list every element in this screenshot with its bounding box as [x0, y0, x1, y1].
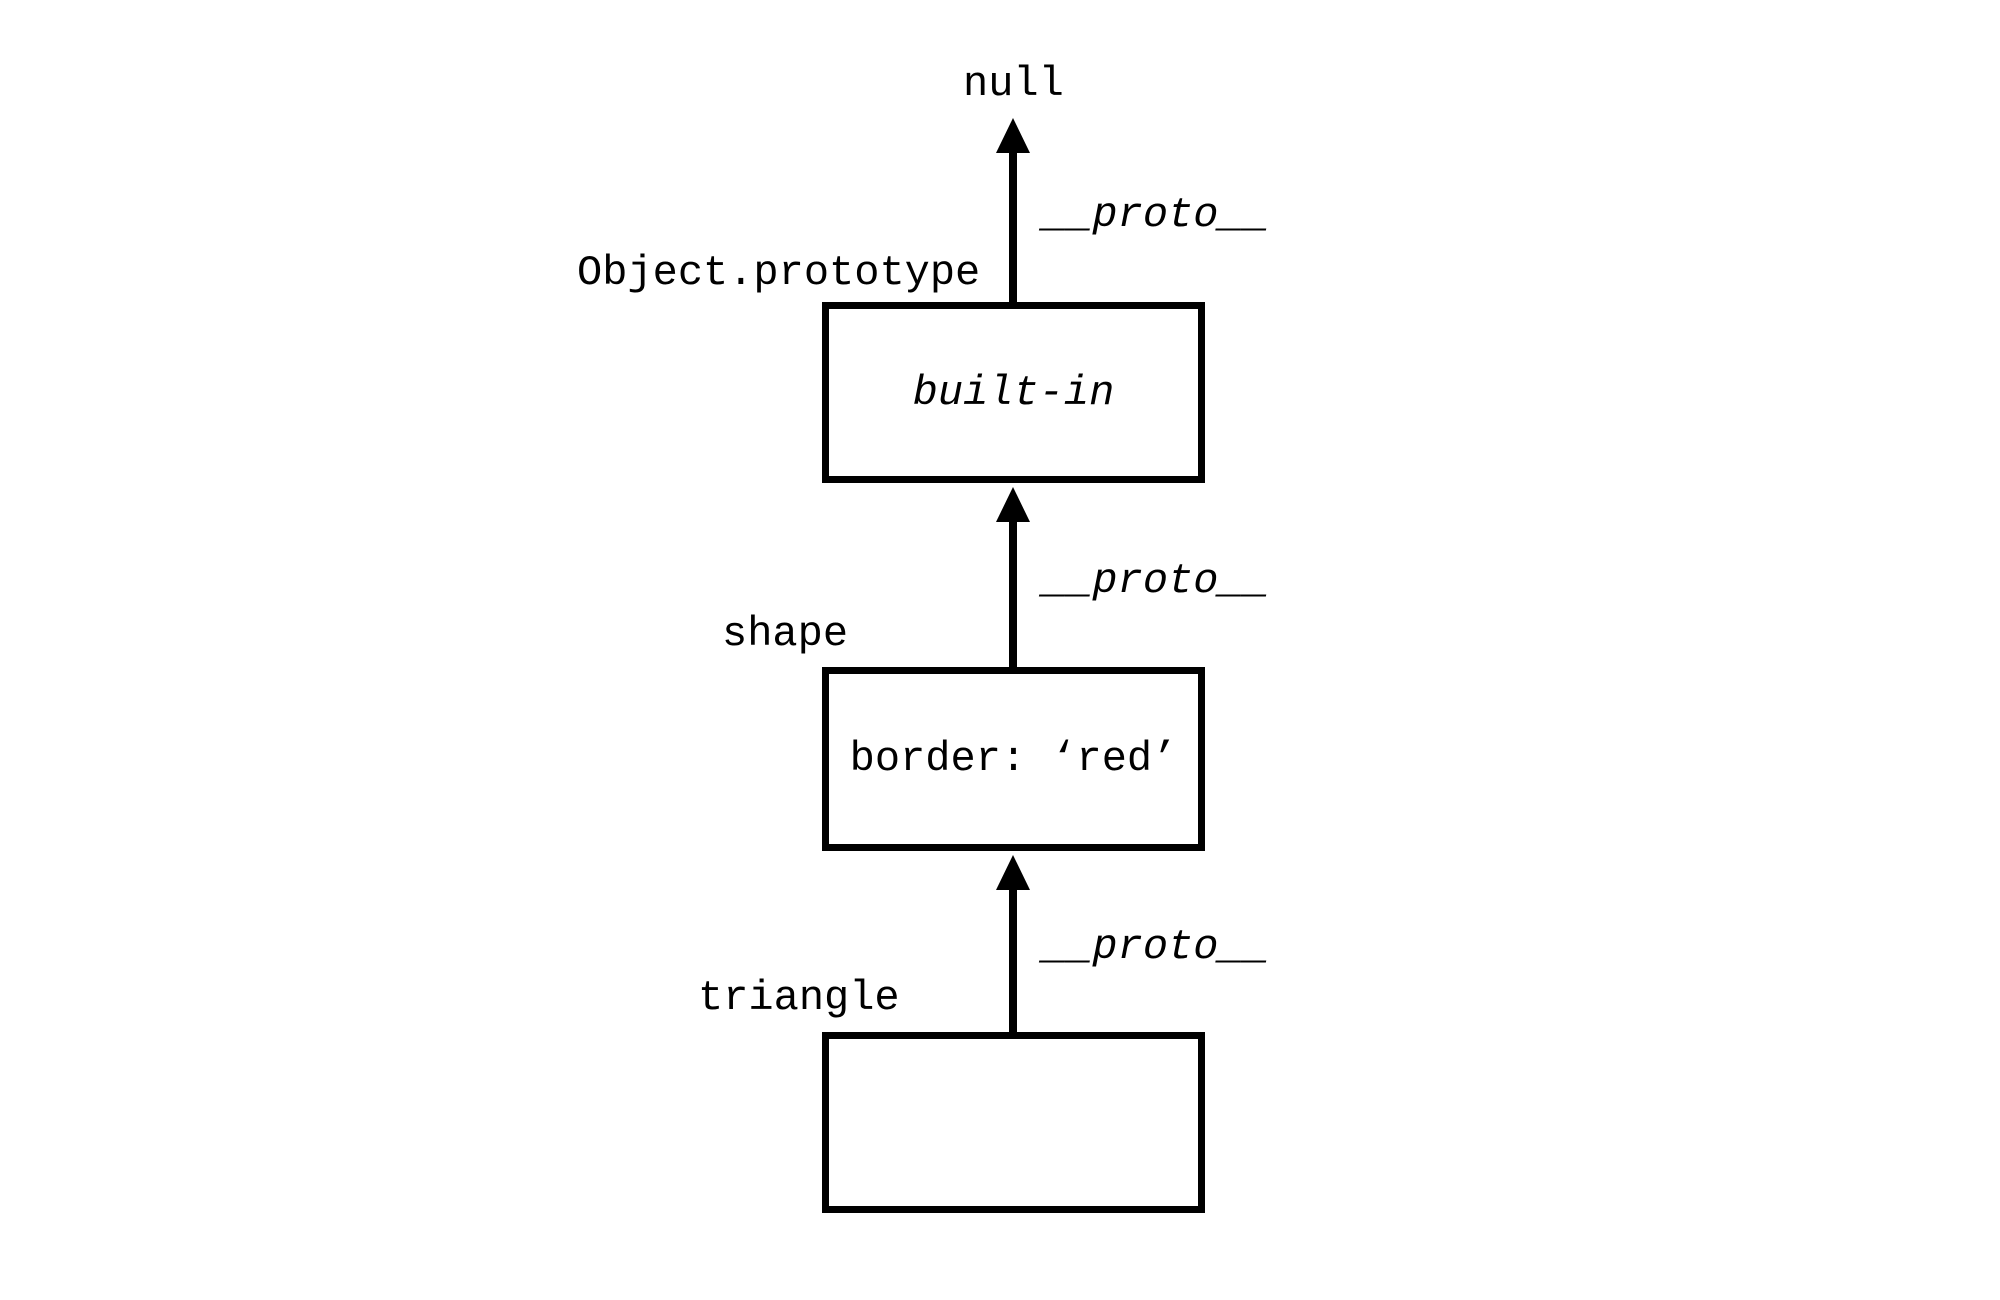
triangle-box [822, 1032, 1205, 1213]
proto-edge-label-object-to-null: __proto__ [1042, 191, 1269, 239]
null-terminal-label: null [963, 60, 1064, 108]
object-prototype-box: built-in [822, 302, 1205, 483]
object-prototype-box-content: built-in [912, 368, 1115, 417]
proto-edge-label-shape-to-object: __proto__ [1042, 557, 1269, 605]
shape-box: border: ‘red’ [822, 667, 1205, 851]
object-prototype-node-label: Object.prototype [577, 249, 981, 297]
shape-box-content: border: ‘red’ [849, 735, 1178, 783]
arrow-line [1009, 885, 1017, 1032]
arrow-up-icon [996, 487, 1030, 522]
arrow-line [1009, 148, 1017, 302]
proto-edge-label-triangle-to-shape: __proto__ [1042, 923, 1269, 971]
triangle-node-label: triangle [698, 974, 900, 1022]
arrow-up-icon [996, 118, 1030, 153]
arrow-up-icon [996, 855, 1030, 890]
arrow-line [1009, 517, 1017, 667]
shape-node-label: shape [722, 610, 849, 658]
